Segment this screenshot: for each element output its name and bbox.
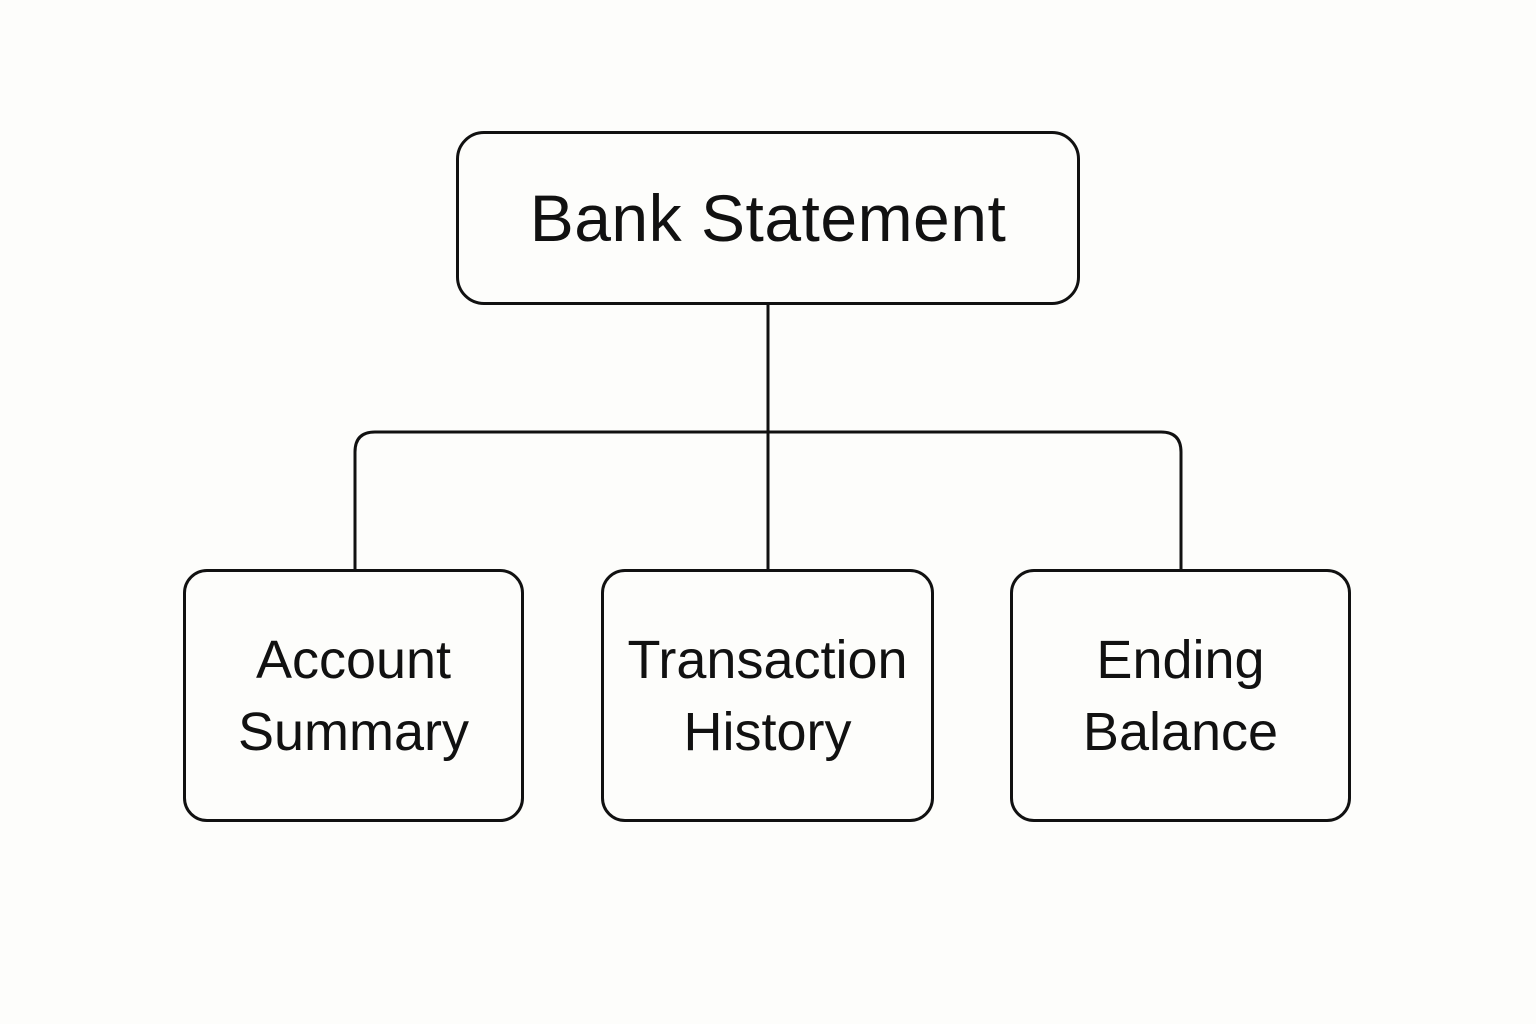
node-ending-balance-label: Ending Balance (1083, 624, 1278, 768)
node-account-summary-label: Account Summary (238, 624, 469, 768)
node-ending-balance: Ending Balance (1010, 569, 1351, 822)
node-label-line: History (683, 701, 852, 762)
node-transaction-history: Transaction History (601, 569, 934, 822)
node-bank-statement: Bank Statement (456, 131, 1080, 305)
node-label-line: Transaction (627, 629, 908, 690)
node-bank-statement-label: Bank Statement (529, 181, 1007, 255)
node-label-line: Summary (237, 701, 470, 762)
node-label-line: Account (255, 629, 452, 690)
node-label-line: Balance (1082, 701, 1279, 762)
node-label-line: Ending (1096, 629, 1265, 690)
node-account-summary: Account Summary (183, 569, 524, 822)
node-transaction-history-label: Transaction History (627, 624, 907, 768)
